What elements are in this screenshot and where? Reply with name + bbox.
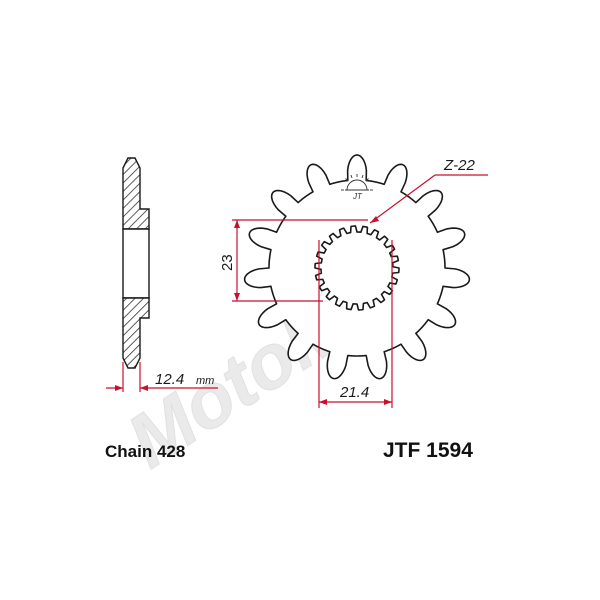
jt-sun-logo-icon: JT xyxy=(341,174,373,201)
width-dimension: 21.4 xyxy=(318,240,393,408)
side-view-top-section xyxy=(122,157,150,230)
bore-spline xyxy=(314,225,400,311)
sprocket-side-view xyxy=(122,157,150,369)
chain-label: Chain 428 xyxy=(105,442,185,461)
svg-text:JT: JT xyxy=(352,192,363,201)
width-value: 21.4 xyxy=(339,384,369,401)
thickness-unit: mm xyxy=(196,375,214,387)
thickness-dimension: 12.4 mm xyxy=(106,362,218,392)
sprocket-front-view xyxy=(243,154,471,380)
height-dimension: 23 xyxy=(219,219,368,302)
side-view-bottom-section xyxy=(122,297,150,369)
side-view-middle-bore xyxy=(122,228,150,299)
thickness-value: 12.4 xyxy=(155,371,184,388)
teeth-count: Z-22 xyxy=(443,157,476,174)
part-number: JTF 1594 xyxy=(383,439,473,462)
height-value: 23 xyxy=(219,254,236,271)
teeth-count-leader: Z-22 xyxy=(369,157,488,224)
